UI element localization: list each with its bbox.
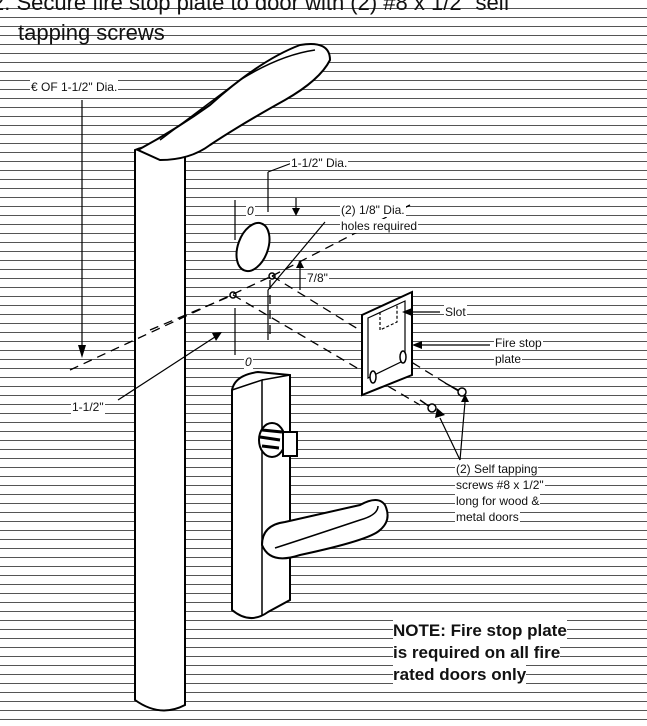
- note-line1: NOTE: Fire stop plate: [393, 620, 567, 641]
- label-screws-3: long for wood &: [455, 494, 541, 508]
- escutcheon: [231, 370, 291, 619]
- label-fire-plate-2: plate: [494, 352, 523, 366]
- step-title-line2: tapping screws: [18, 20, 165, 45]
- label-fire-plate-1: Fire stop: [494, 336, 543, 350]
- label-left-dim: 1-1/2": [71, 400, 105, 414]
- step-title-line1: 2. Secure fire stop plate to door with (…: [0, 0, 510, 15]
- screws: [419, 382, 467, 413]
- label-centerline: € OF 1-1/2" Dia.: [30, 80, 119, 94]
- label-screws-4: metal doors: [455, 510, 520, 524]
- door-top-arc: [135, 43, 332, 162]
- label-slot: Slot: [444, 305, 467, 319]
- door-top-inner: [159, 49, 316, 141]
- label-zero-top: 0: [246, 204, 255, 218]
- lever-handle: [260, 499, 389, 560]
- label-holes-2: holes required: [340, 219, 419, 233]
- label-screws-1: (2) Self tapping: [455, 462, 539, 476]
- key: [282, 431, 298, 457]
- label-holes-1: (2) 1/8" Dia.: [340, 203, 406, 217]
- label-offset: 7/8": [306, 271, 329, 285]
- label-zero-bottom: 0: [244, 355, 253, 369]
- label-screws-2: screws #8 x 1/2": [455, 478, 545, 492]
- door-edge: [134, 145, 186, 712]
- fire-stop-plate: [361, 290, 413, 397]
- note-line3: rated doors only: [393, 664, 527, 685]
- note-line2: is required on all fire: [393, 642, 561, 663]
- label-dia-top: 1-1/2" Dia.: [290, 156, 349, 170]
- bore-hole: [235, 221, 271, 273]
